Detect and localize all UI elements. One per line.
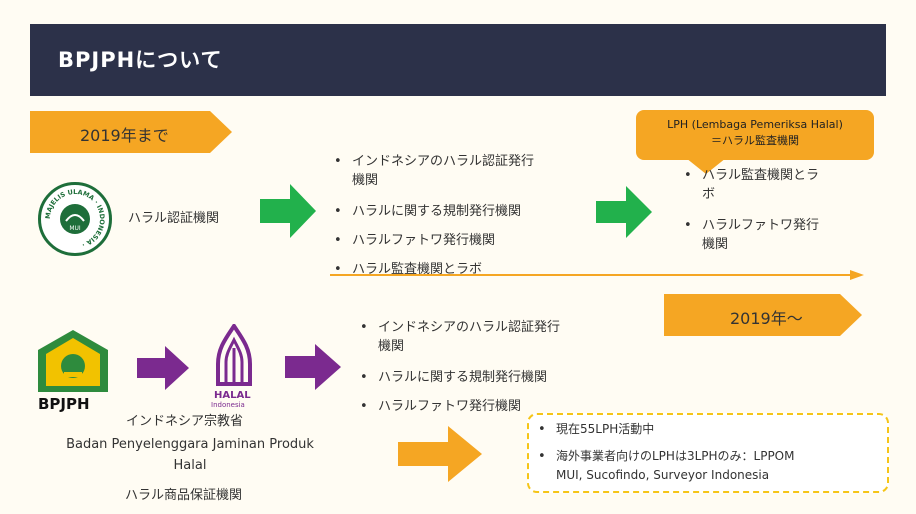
- mui-logo-inner-text: MUI: [69, 225, 81, 232]
- list-item: ハラル監査機関とラボ: [332, 260, 592, 279]
- after-2019-label: 2019年〜: [730, 309, 803, 328]
- list-item: 現在55LPH活動中: [536, 420, 886, 439]
- purple-arrow-right-icon: [137, 346, 189, 390]
- before-roles-list: インドネシアのハラル認証発行 機関 ハラルに関する規制発行機関 ハラルファトワ発…: [332, 152, 592, 279]
- list-item: ハラルファトワ発行: [682, 216, 862, 235]
- list-item: ハラル監査機関とラ: [682, 166, 862, 185]
- list-item-continuation: MUI, Sucofindo, Surveyor Indonesia: [556, 468, 770, 482]
- bpjph-org-name-line1: Badan Penyelenggara Jaminan Produk: [66, 437, 314, 452]
- green-arrow-right-icon: [596, 186, 652, 238]
- mui-org-label: ハラル認証機関: [128, 211, 220, 226]
- list-item: インドネシアのハラル認証発行: [332, 152, 592, 171]
- list-item-continuation: 機関: [702, 237, 729, 252]
- list-item-continuation: 機関: [378, 339, 405, 354]
- orange-arrow-right-icon: [398, 426, 482, 482]
- after-roles-list: インドネシアのハラル認証発行 機関 ハラルに関する規制発行機関 ハラルファトワ発…: [358, 318, 618, 416]
- lph-callout-line2: ＝ハラル監査機関: [711, 134, 799, 147]
- list-item: ハラルに関する規制発行機関: [358, 368, 618, 387]
- header-bar: [30, 24, 886, 96]
- lph-info-list: 現在55LPH活動中 海外事業者向けのLPHは3LPHのみ：LPPOM MUI,…: [536, 420, 886, 485]
- list-item-continuation: 機関: [352, 173, 379, 188]
- list-item-continuation: ボ: [702, 187, 716, 202]
- lph-callout-text: LPH (Lembaga Pemeriksa Halal) ＝ハラル監査機関: [640, 117, 870, 149]
- lph-callout: [636, 110, 874, 160]
- bpjph-logo-text: BPJPH: [38, 395, 90, 413]
- after-2019-banner: [664, 294, 862, 336]
- mui-logo: MAJELIS ULAMA · INDONESIA · MUI: [38, 182, 112, 256]
- lph-callout-line1: LPH (Lembaga Pemeriksa Halal): [667, 118, 843, 131]
- list-item: ハラルに関する規制発行機関: [332, 202, 592, 221]
- before-2019-label: 2019年まで: [80, 126, 169, 145]
- before-2019-banner: [30, 111, 232, 153]
- bpjph-org-name: Badan Penyelenggara Jaminan Produk Halal: [40, 434, 340, 476]
- halal-indonesia-logo-icon: [216, 324, 252, 386]
- list-item: インドネシアのハラル認証発行: [358, 318, 618, 337]
- list-item: ハラルファトワ発行機関: [332, 231, 592, 250]
- ministry-label: インドネシア宗教省: [126, 414, 244, 429]
- list-item: ハラルファトワ発行機関: [358, 397, 618, 416]
- halal-logo-subtext: Indonesia: [211, 401, 245, 409]
- list-item: 海外事業者向けのLPHは3LPHのみ：LPPOM: [536, 447, 886, 466]
- bpjph-logo-icon: [38, 330, 108, 392]
- page-title: BPJPHについて: [58, 48, 223, 72]
- green-arrow-right-icon: [260, 184, 316, 238]
- purple-arrow-right-icon: [285, 344, 341, 390]
- halal-logo-text: HALAL: [214, 390, 251, 401]
- timeline-arrow: [330, 270, 864, 280]
- bpjph-org-label-jp: ハラル商品保証機関: [125, 488, 243, 503]
- lph-roles-list: ハラル監査機関とラ ボ ハラルファトワ発行 機関: [682, 166, 862, 254]
- bpjph-org-name-line2: Halal: [173, 458, 207, 473]
